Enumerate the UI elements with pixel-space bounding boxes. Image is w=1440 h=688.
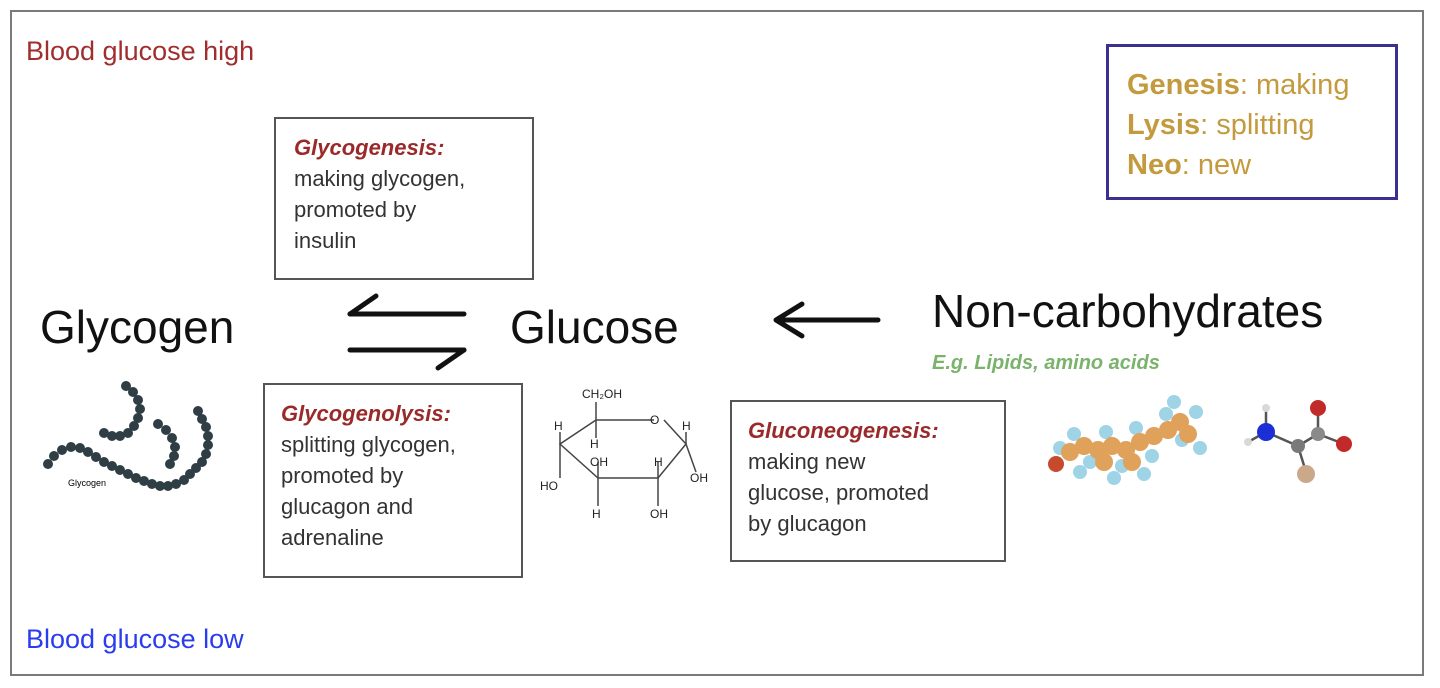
glycogenolysis-box: Glycogenolysis: splitting glycogen, prom…: [263, 383, 523, 578]
svg-text:H: H: [654, 455, 663, 469]
glucose-node: Glucose: [510, 301, 679, 353]
glycogen-image-label: Glycogen: [68, 478, 106, 488]
non-carbohydrates-node: Non-carbohydrates: [932, 285, 1324, 337]
svg-text:O: O: [650, 413, 659, 427]
svg-text:OH: OH: [690, 471, 708, 485]
glycogenesis-desc: making glycogen, promoted by insulin: [294, 166, 466, 253]
svg-text:H: H: [592, 507, 601, 521]
legend-box: Genesis: making Lysis: splitting Neo: ne…: [1106, 44, 1398, 200]
conversion-arrow: [773, 301, 881, 339]
svg-text:H: H: [590, 437, 599, 451]
forward-half-arrow: [347, 347, 467, 371]
amino-acid-image: [1244, 400, 1352, 483]
blood-glucose-high-label: Blood glucose high: [26, 36, 255, 66]
examples-label: E.g. Lipids, amino acids: [932, 352, 1160, 374]
glycogenolysis-title: Glycogenolysis:: [281, 401, 451, 426]
svg-text:H: H: [554, 419, 563, 433]
glycogenolysis-desc: splitting glycogen, promoted by glucagon…: [281, 432, 456, 550]
diagram-frame: [10, 10, 1424, 676]
glycogen-node: Glycogen: [40, 301, 235, 353]
gluconeogenesis-box: Gluconeogenesis: making new glucose, pro…: [730, 400, 1006, 562]
lipid-molecule-image: [1048, 395, 1207, 485]
legend-lysis: Lysis: splitting: [1127, 109, 1315, 141]
glycogen-molecule-image: Glycogen: [43, 381, 213, 491]
glycogenesis-box: Glycogenesis: making glycogen, promoted …: [274, 117, 534, 280]
svg-text:HO: HO: [540, 479, 558, 493]
reverse-half-arrow: [347, 293, 467, 317]
svg-text:OH: OH: [590, 455, 608, 469]
legend-genesis: Genesis: making: [1127, 69, 1350, 101]
svg-text:OH: OH: [650, 507, 668, 521]
svg-text:H: H: [682, 419, 691, 433]
glucose-structure-image: CH₂OH O H H OH H H OH HO H OH: [540, 387, 708, 521]
equilibrium-arrows: [347, 293, 467, 371]
blood-glucose-low-label: Blood glucose low: [26, 624, 244, 654]
gluconeogenesis-title: Gluconeogenesis:: [748, 418, 939, 443]
legend-neo: Neo: new: [1127, 149, 1252, 181]
gluconeogenesis-desc: making new glucose, promoted by glucagon: [748, 449, 929, 536]
glycogenesis-title: Glycogenesis:: [294, 135, 445, 160]
svg-text:CH₂OH: CH₂OH: [582, 387, 622, 401]
